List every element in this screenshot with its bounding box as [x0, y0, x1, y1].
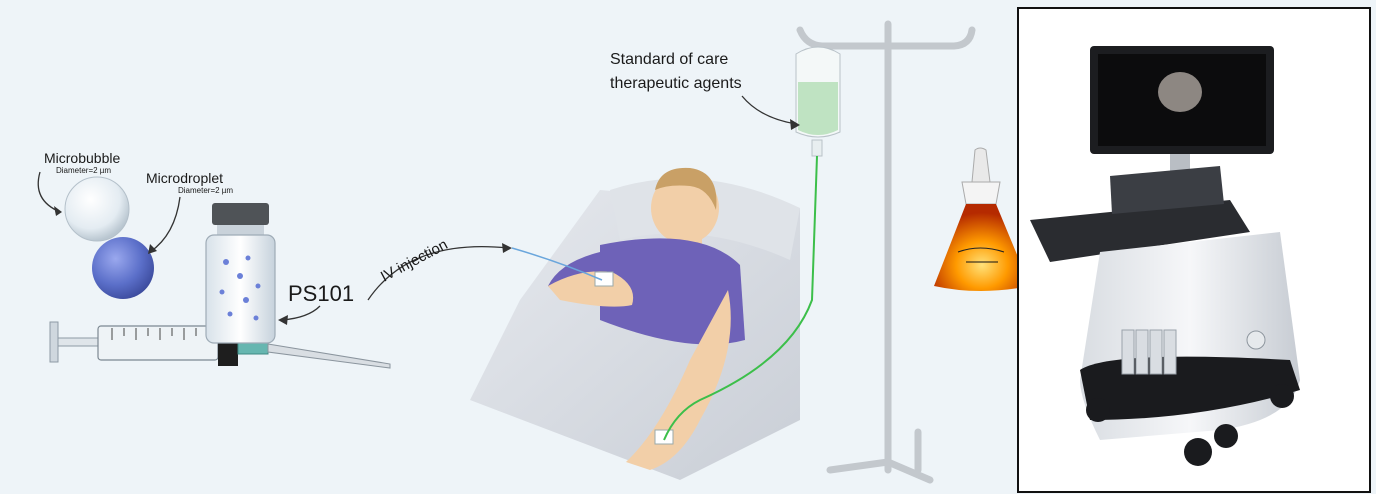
microdroplet-arrowhead	[148, 244, 157, 254]
iv-bag	[796, 47, 840, 156]
microdroplet-diameter-label: Diameter=2 µm	[178, 186, 233, 195]
injection-arrowhead	[502, 243, 512, 253]
microbubble-arrow	[38, 172, 60, 212]
microdroplet-label: Microdroplet	[146, 170, 223, 186]
soc-label-line1: Standard of care	[610, 51, 728, 68]
ultrasound-probe	[934, 148, 1030, 291]
injection-label: IV injection	[378, 236, 451, 285]
microbubble-label: Microbubble	[44, 150, 120, 166]
soc-arrow	[742, 96, 796, 124]
drug-label: PS101	[288, 281, 354, 306]
drug-arrowhead	[278, 315, 288, 325]
vial	[206, 203, 275, 343]
soc-label-line2: therapeutic agents	[610, 75, 742, 92]
microbubble-arrowhead	[54, 206, 62, 216]
microbubble-diameter-label: Diameter=2 µm	[56, 166, 111, 175]
microbubble	[65, 177, 129, 241]
microdroplet-arrow	[150, 197, 180, 252]
microdroplet	[92, 237, 154, 299]
